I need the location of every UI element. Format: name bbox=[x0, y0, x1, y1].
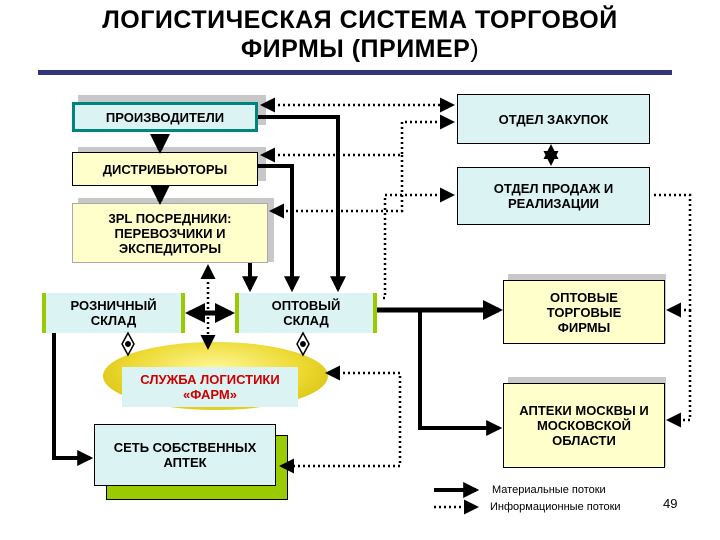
distributors-label: ДИСТРИБЬЮТОРЫ bbox=[102, 161, 228, 177]
producers-label: ПРОИЗВОДИТЕЛИ bbox=[105, 109, 225, 125]
retail-warehouse-label: РОЗНИЧНЫЙ СКЛАД bbox=[70, 298, 157, 328]
flow-producers-wholesale bbox=[258, 115, 346, 293]
own-pharmacies-box[interactable]: СЕТЬ СОБСТВЕННЫХ АПТЕК bbox=[94, 424, 276, 486]
retail-warehouse-box[interactable]: РОЗНИЧНЫЙ СКЛАД bbox=[42, 293, 185, 333]
retail-logistics-link bbox=[121, 331, 135, 357]
flow-wholesale-moscow bbox=[418, 310, 503, 436]
wholesale-logistics-link bbox=[296, 331, 310, 357]
info-logistics-network bbox=[279, 365, 402, 474]
info-sales-wholesale-firms bbox=[654, 193, 692, 318]
wholesale-firms-label: ОПТОВЫЕ ТОРГОВЫЕ ФИРМЫ bbox=[546, 289, 622, 335]
title-line-2-main: ФИРМЫ (ПРИМЕР bbox=[240, 35, 471, 63]
wholesale-warehouse-box[interactable]: ОПТОВЫЙ СКЛАД bbox=[235, 293, 377, 333]
threepl-box[interactable]: 3PL ПОСРЕДНИКИ: ПЕРЕВОЗЧИКИ И ЭКСПЕДИТОР… bbox=[72, 203, 268, 263]
title-line-2-paren: ) bbox=[470, 35, 480, 63]
wholesale-warehouse-label: ОПТОВЫЙ СКЛАД bbox=[271, 298, 341, 328]
own-pharmacies-label: СЕТЬ СОБСТВЕННЫХ АПТЕК bbox=[113, 440, 257, 470]
info-purchasing-threepl bbox=[269, 155, 404, 219]
title-underline bbox=[38, 70, 672, 75]
legend-information-label: Информационные потоки bbox=[490, 501, 621, 513]
flow-distributors-wholesale bbox=[258, 164, 300, 293]
page-number: 49 bbox=[663, 496, 678, 511]
sales-label: ОТДЕЛ ПРОДАЖ И РЕАЛИЗАЦИИ bbox=[493, 181, 614, 211]
logistics-service-label: СЛУЖБА ЛОГИСТИКИ «ФАРМ» bbox=[140, 372, 280, 402]
wholesale-firms-box[interactable]: ОПТОВЫЕ ТОРГОВЫЕ ФИРМЫ bbox=[503, 280, 665, 344]
info-firms-moscow bbox=[666, 310, 692, 428]
purchasing-label: ОТДЕЛ ЗАКУПОК bbox=[498, 111, 609, 127]
info-purchasing-distributors bbox=[260, 114, 455, 163]
logistics-service-box[interactable]: СЛУЖБА ЛОГИСТИКИ «ФАРМ» bbox=[122, 367, 298, 407]
flow-retail-own-pharmacies bbox=[52, 333, 94, 466]
purchasing-box[interactable]: ОТДЕЛ ЗАКУПОК bbox=[457, 94, 650, 144]
title-line-1: ЛОГИСТИЧЕСКАЯ СИСТЕМА ТОРГОВОЙ bbox=[102, 6, 618, 34]
title-line-2: ФИРМЫ (ПРИМЕР) bbox=[0, 35, 720, 64]
page-title: ЛОГИСТИЧЕСКАЯ СИСТЕМА ТОРГОВОЙ ФИРМЫ (ПР… bbox=[0, 6, 720, 64]
legend-material-label: Материальные потоки bbox=[492, 484, 606, 496]
producers-box[interactable]: ПРОИЗВОДИТЕЛИ bbox=[72, 102, 258, 132]
moscow-pharmacies-label: АПТЕКИ МОСКВЫ И МОСКОВСКОЙ ОБЛАСТИ bbox=[519, 403, 649, 448]
threepl-label: 3PL ПОСРЕДНИКИ: ПЕРЕВОЗЧИКИ И ЭКСПЕДИТОР… bbox=[108, 210, 232, 256]
sales-box[interactable]: ОТДЕЛ ПРОДАЖ И РЕАЛИЗАЦИИ bbox=[457, 167, 650, 225]
info-sales-wholesale-warehouse bbox=[380, 187, 455, 300]
moscow-pharmacies-box[interactable]: АПТЕКИ МОСКВЫ И МОСКОВСКОЙ ОБЛАСТИ bbox=[503, 383, 665, 468]
